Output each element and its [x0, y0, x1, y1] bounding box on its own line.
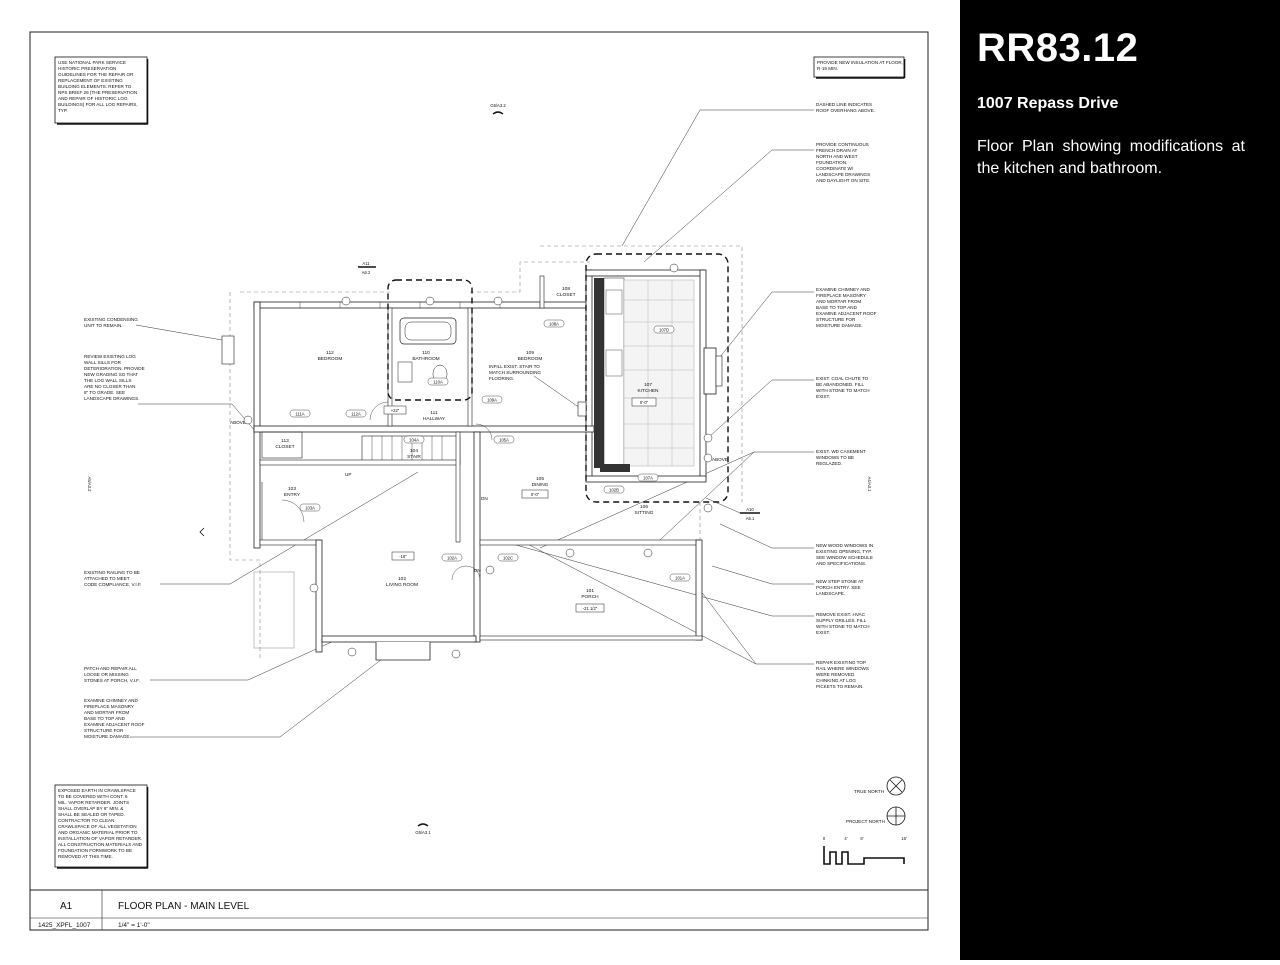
sheet-title: FLOOR PLAN - MAIN LEVEL: [118, 901, 250, 912]
true-north-label: TRUE NORTH: [854, 789, 884, 794]
note-casement-windows: EXIST. WD CASEMENT WINDOWS TO BE REGLAZE…: [816, 449, 867, 466]
note-condensing-unit: EXISTING CONDENSING UNIT TO REMAIN.: [84, 317, 139, 328]
elev-dining: 0'-0": [531, 492, 540, 497]
tag-110a: 110A: [433, 380, 443, 385]
tag-109a: 109A: [487, 398, 497, 403]
tag-102a: 102A: [447, 556, 457, 561]
svg-text:A5/A3.2: A5/A3.2: [87, 477, 92, 493]
note-log-wall-sills: REVIEW EXISTING LOG WALL SILLS FOR DETER…: [84, 354, 146, 401]
tag-105a: 105A: [499, 438, 509, 443]
svg-text:4': 4': [844, 836, 847, 841]
label-dn-1: DN: [481, 496, 488, 501]
tag-107a: 107A: [643, 476, 653, 481]
note-railing: EXISTING RAILING TO BE ATTACHED TO MEET …: [84, 570, 142, 587]
floor-plan: [221, 245, 743, 661]
true-north-icon: TRUE NORTH: [854, 776, 906, 796]
note-preservation-box: USE NATIONAL PARK SERVICE HISTORIC PRESE…: [54, 56, 149, 125]
note-coal-chute: EXIST. COAL CHUTE TO BE ABANDONED. FILL …: [816, 376, 871, 399]
elev-porch: -21 1/2": [583, 606, 598, 611]
elevation-markers: +22" 0'-0" 0'-0" -16" -21 1/2": [383, 397, 657, 613]
note-hvac-grilles: REMOVE EXIST. HVAC SUPPLY GRILLES. FILL …: [816, 612, 871, 635]
view-marker-right: A4/A3.1: [867, 477, 872, 493]
slide-title: RR83.12: [977, 26, 1139, 70]
tag-102b: 102B: [609, 488, 619, 493]
svg-text:G5/A3.2: G5/A3.2: [490, 103, 506, 108]
tag-108a: 108A: [549, 322, 559, 327]
tag-111a: 111A: [295, 412, 304, 417]
section-marker-a10: A10 A6.1: [705, 497, 760, 521]
elev-plus-22: +22": [391, 408, 400, 413]
elev-living: -16": [399, 554, 407, 559]
graphic-scale: 0 4' 8' 16': [823, 836, 907, 865]
stair-infill-note: INFILL EXIST. STAIR TO MATCH SURROUNDING…: [489, 364, 542, 381]
note-wood-windows: NEW WOOD WINDOWS IN EXISTING OPENING, TY…: [816, 543, 874, 566]
label-above-2: ABOVE: [712, 457, 728, 462]
tag-112a: 112A: [351, 412, 361, 417]
tag-101a: 101A: [675, 576, 685, 581]
note-step-stone: NEW STEP STONE AT PORCH ENTRY. SEE LANDS…: [816, 579, 865, 596]
svg-text:0: 0: [823, 836, 826, 841]
view-marker-top: G5/A3.2: [490, 103, 506, 115]
file-name: 1425_XPFL_1007: [38, 922, 91, 929]
note-dashed-line: DASHED LINE INDICATES ROOF OVERHANG ABOV…: [816, 102, 875, 113]
svg-text:16': 16': [901, 836, 907, 841]
note-preservation-text: USE NATIONAL PARK SERVICE HISTORIC PRESE…: [58, 60, 139, 113]
svg-text:A6.2: A6.2: [362, 270, 371, 275]
sheet-id: A1: [60, 901, 73, 912]
tag-107d: 107D: [659, 328, 669, 333]
project-north-icon: PROJECT NORTH: [846, 806, 906, 826]
note-french-drain: PROVIDE CONTINUOUS FRENCH DRAIN AT NORTH…: [816, 142, 871, 183]
view-marker-bottom: G5/A3.1: [415, 823, 431, 835]
note-patch-stones: PATCH AND REPAIR ALL LOOSE OR MISSING ST…: [84, 666, 140, 683]
label-above-1: ABOVE: [230, 420, 246, 425]
keynote-circles: [243, 263, 713, 659]
title-block: A1 FLOOR PLAN - MAIN LEVEL 1425_XPFL_100…: [30, 889, 928, 930]
svg-text:A6.1: A6.1: [746, 516, 755, 521]
note-chimney-left: EXAMINE CHIMNEY AND FIREPLACE MASONRY AN…: [84, 698, 146, 739]
svg-text:A10: A10: [746, 507, 754, 512]
drawing-scale: 1/4" = 1'-0": [118, 922, 150, 929]
note-crawlspace-box: EXPOSED EARTH IN CRAWLSPACE TO BE COVERE…: [54, 784, 149, 869]
svg-text:A11: A11: [362, 261, 370, 266]
section-marker-a11: A11 A6.2: [358, 261, 376, 275]
slide-description: Floor Plan showing modifications at the …: [977, 138, 1245, 177]
label-up: UP: [345, 472, 351, 477]
svg-text:8': 8': [860, 836, 863, 841]
svg-text:A4/A3.1: A4/A3.1: [867, 477, 872, 493]
tag-102c: 102C: [503, 556, 513, 561]
tag-104a: 104A: [409, 438, 419, 443]
slide-address: 1007 Repass Drive: [977, 95, 1119, 112]
tag-103a: 103A: [305, 506, 315, 511]
floor-plan-drawing: USE NATIONAL PARK SERVICE HISTORIC PRESE…: [29, 31, 929, 931]
svg-text:G5/A3.1: G5/A3.1: [415, 830, 431, 835]
note-chimney-right: EXAMINE CHIMNEY AND FIREPLACE MASONRY AN…: [816, 287, 878, 328]
project-north-label: PROJECT NORTH: [846, 819, 885, 824]
note-crawlspace-text: EXPOSED EARTH IN CRAWLSPACE TO BE COVERE…: [58, 788, 143, 859]
note-top-rail: REPAIR EXISTING TOP RAIL WHERE WINDOWS W…: [816, 660, 870, 689]
drawing-sheet: USE NATIONAL PARK SERVICE HISTORIC PRESE…: [29, 31, 929, 931]
label-dn-2: DN: [474, 568, 481, 573]
elev-kitchen: 0'-0": [640, 400, 649, 405]
door-tags: 111A 112A 109A 110A 108A 107D 104A 105A …: [289, 319, 691, 582]
note-insulation-box: PROVIDE NEW INSULATION AT FLOOR, R-19 MI…: [813, 56, 906, 79]
slide-caption-panel: RR83.12 1007 Repass Drive Floor Plan sho…: [960, 0, 1280, 960]
view-marker-left: A5/A3.2: [87, 477, 205, 537]
note-insulation-text: PROVIDE NEW INSULATION AT FLOOR, R-19 MI…: [817, 60, 904, 71]
